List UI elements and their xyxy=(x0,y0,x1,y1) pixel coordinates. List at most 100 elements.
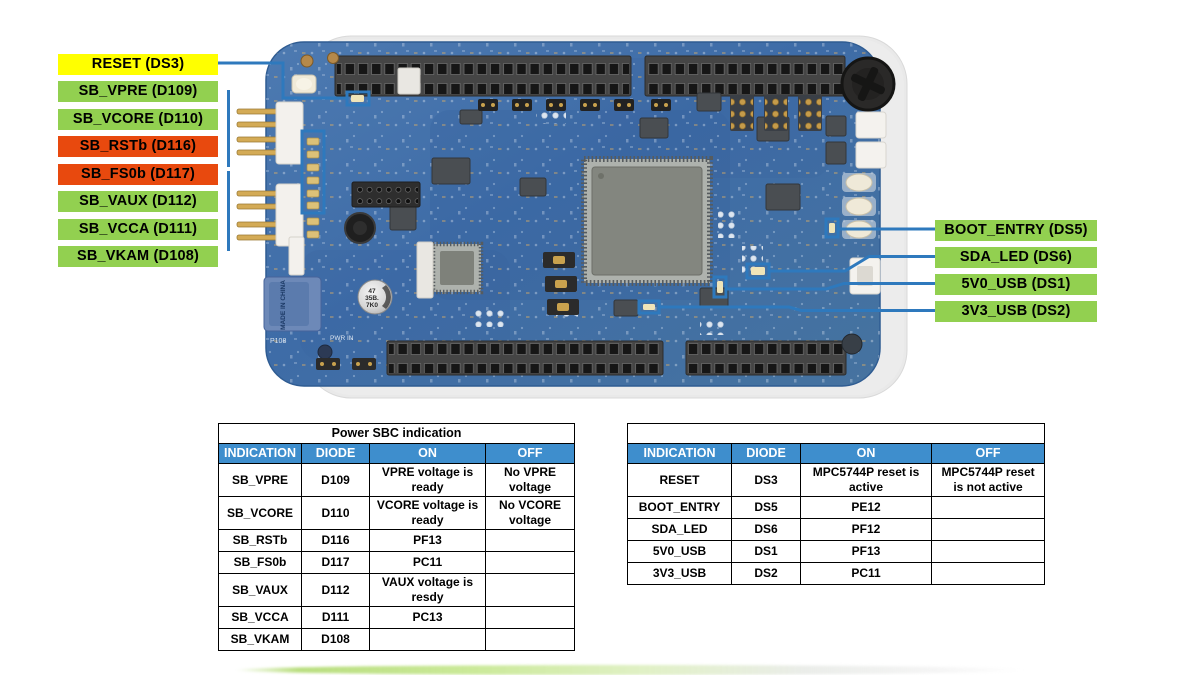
table-cell: SB_RSTb xyxy=(218,529,302,552)
table-title: Power SBC indication xyxy=(217,423,576,444)
left-connectors xyxy=(236,67,434,299)
silkscreen-pwr-in: PWR IN xyxy=(330,335,354,342)
svg-text:7K0: 7K0 xyxy=(366,302,378,309)
table-cell: SB_FS0b xyxy=(218,551,302,574)
led-ds1-callout-box xyxy=(712,275,728,299)
table-cell: VCORE voltage is ready xyxy=(369,496,486,530)
table-cell xyxy=(484,573,576,607)
top-pin-headers xyxy=(334,55,846,97)
table-cell: D112 xyxy=(301,573,370,607)
table-cell: D108 xyxy=(301,628,370,651)
table-cell xyxy=(369,628,486,651)
reset-button xyxy=(291,74,317,94)
column-header-on: ON xyxy=(369,443,486,464)
table-cell xyxy=(484,606,576,629)
table-cell: PF12 xyxy=(800,518,932,541)
table-cell xyxy=(930,562,1046,585)
table-cell xyxy=(484,628,576,651)
bottom-pin-headers xyxy=(386,340,847,376)
table-cell: MPC5744P reset is not active xyxy=(930,463,1046,497)
table-cell xyxy=(484,551,576,574)
table-cell: DS6 xyxy=(731,518,801,541)
callout-label-sda-led-ds6-: SDA_LED (DS6) xyxy=(935,247,1097,268)
table-cell: PC11 xyxy=(369,551,486,574)
table-cell xyxy=(930,518,1046,541)
page-bottom-highlight xyxy=(235,665,1025,675)
callout-label-sb-fs0b-d117-: SB_FS0b (D117) xyxy=(58,164,218,185)
table-cell: BOOT_ENTRY xyxy=(627,496,732,519)
table-cell xyxy=(930,540,1046,563)
column-header-diode: DIODE xyxy=(301,443,370,464)
capacitor: 47 35B. 7K0 xyxy=(357,279,393,315)
table-cell: SB_VKAM xyxy=(218,628,302,651)
table-cell: DS3 xyxy=(731,463,801,497)
mounting-hole xyxy=(317,344,333,360)
callout-label-sb-vpre-d109-: SB_VPRE (D109) xyxy=(58,81,218,102)
table-cell: SB_VPRE xyxy=(218,463,302,497)
table-cell: D111 xyxy=(301,606,370,629)
column-header-off: OFF xyxy=(930,443,1046,464)
table-cell: DS1 xyxy=(731,540,801,563)
callout-leds xyxy=(351,95,835,310)
table-cell: 3V3_USB xyxy=(627,562,732,585)
column-header-off: OFF xyxy=(484,443,576,464)
table-cell: No VPRE voltage xyxy=(484,463,576,497)
center-jumpers xyxy=(316,252,579,370)
column-header-diode: DIODE xyxy=(731,443,801,464)
table-cell: PF13 xyxy=(800,540,932,563)
main-mcu-chip xyxy=(581,156,713,286)
callout-label-reset-ds3-: RESET (DS3) xyxy=(58,54,218,75)
led-ds3-callout-box xyxy=(345,90,371,107)
callout-label-sb-vkam-d108-: SB_VKAM (D108) xyxy=(58,246,218,267)
table-cell: 5V0_USB xyxy=(627,540,732,563)
table-cell: SB_VCCA xyxy=(218,606,302,629)
table-cell: PE12 xyxy=(800,496,932,519)
mounting-hole xyxy=(300,54,314,68)
table-cell: PC13 xyxy=(369,606,486,629)
callout-label-sb-vcca-d111-: SB_VCCA (D111) xyxy=(58,219,218,240)
table-cell: SB_VAUX xyxy=(218,573,302,607)
potentiometer-knob xyxy=(840,56,896,112)
table-cell: No VCORE voltage xyxy=(484,496,576,530)
power-jack: MADE IN CHINA xyxy=(263,276,322,332)
led-column-callout-box xyxy=(300,129,326,215)
table-cell xyxy=(484,529,576,552)
table-cell: DS2 xyxy=(731,562,801,585)
gold-pin-headers xyxy=(730,95,822,131)
table-cell: SDA_LED xyxy=(627,518,732,541)
table-cell: SB_VCORE xyxy=(218,496,302,530)
table-title xyxy=(626,423,1046,444)
table-cell: DS5 xyxy=(731,496,801,519)
push-buttons xyxy=(842,173,876,239)
jumper-row xyxy=(478,99,671,111)
column-header-indication: INDICATION xyxy=(627,443,732,464)
column-header-on: ON xyxy=(800,443,932,464)
table-cell: D110 xyxy=(301,496,370,530)
callout-label-3v3-usb-ds2-: 3V3_USB (DS2) xyxy=(935,301,1097,322)
table-cell: PC11 xyxy=(800,562,932,585)
table-cell: VPRE voltage is ready xyxy=(369,463,486,497)
callout-label-sb-rstb-d116-: SB_RSTb (D116) xyxy=(58,136,218,157)
callout-lines xyxy=(218,61,935,315)
table-cell: PF13 xyxy=(369,529,486,552)
led-column xyxy=(306,137,320,239)
qfp-chip xyxy=(430,241,484,295)
table-cell: VAUX voltage is resdy xyxy=(369,573,486,607)
table-cell: D117 xyxy=(301,551,370,574)
callout-label-sb-vaux-d112-: SB_VAUX (D112) xyxy=(58,191,218,212)
